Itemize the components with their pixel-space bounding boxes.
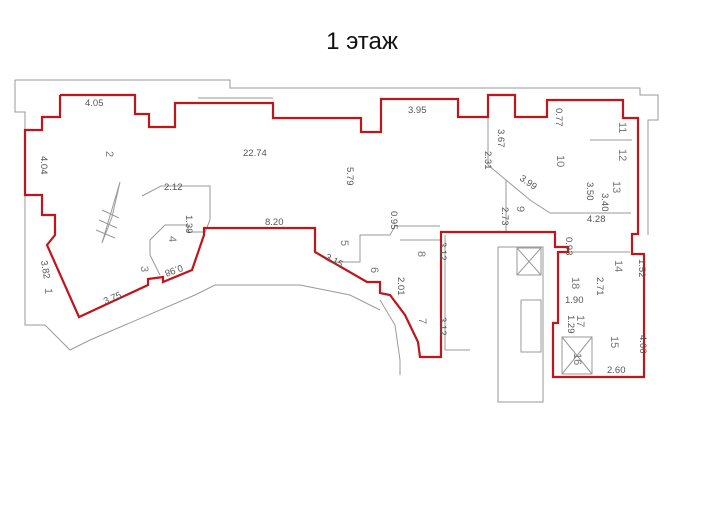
room-number: 18 [569, 277, 581, 289]
dimension-label: 2.31 [482, 151, 493, 170]
dimension-label: 3.40 [599, 193, 610, 212]
room-number: 4 [166, 236, 178, 242]
dimension-label: 1.39 [183, 215, 194, 234]
room-numbers: 2 4 5 6 7 8 9 10 11 12 13 14 15 16 17 18… [42, 122, 628, 365]
room-number: 14 [612, 260, 624, 272]
dimension-label: 4.05 [85, 98, 104, 109]
room-number: 1 [42, 288, 54, 294]
dimension-label: 4.28 [587, 214, 606, 225]
room-number: 5 [338, 240, 350, 246]
dimension-label: 22.74 [243, 148, 267, 159]
dimension-label: 2.71 [594, 277, 605, 296]
dimension-label: 2.73 [499, 207, 510, 226]
dimension-label: 4.04 [38, 156, 49, 175]
dimension-label: 1.90 [565, 295, 584, 306]
room-number: 15 [608, 336, 620, 348]
dimension-label: 8.20 [265, 217, 284, 228]
dimension-label: 3.75 [102, 290, 123, 307]
room-number: 3 [138, 266, 150, 272]
dimension-label: 0.93 [563, 237, 574, 256]
dimension-label: 3.50 [584, 182, 595, 201]
dimension-label: 2.01 [395, 277, 406, 296]
room-number: 12 [616, 149, 628, 161]
dimension-label: 2.12 [164, 182, 183, 193]
dimension-label: 1.29 [565, 315, 576, 334]
dimension-label: 0.77 [553, 108, 564, 127]
floor-title: 1 этаж [326, 28, 398, 55]
building-walls [14, 79, 659, 403]
room-number: 7 [416, 318, 428, 324]
dimension-label: 3.95 [408, 105, 427, 116]
dimension-label: 2.60 [607, 365, 626, 376]
dimension-label: 1.52 [636, 259, 647, 278]
room-number: 9 [514, 206, 526, 212]
dimension-labels: 4.05 4.04 22.74 5.79 2.12 1.39 8.20 3.82… [38, 98, 648, 376]
dimension-label: 0.95 [388, 211, 399, 230]
dimension-label: 3.12 [437, 317, 448, 336]
dimension-label: 0.98 [163, 262, 184, 279]
room-number: 17 [574, 315, 586, 327]
room-number: 10 [554, 155, 566, 167]
dimension-label: 3.99 [517, 173, 538, 193]
dimension-label: 3.12 [437, 242, 448, 261]
dimension-label: 4.66 [637, 335, 648, 354]
room-number: 6 [368, 267, 380, 273]
dimension-label: 5.79 [344, 167, 355, 186]
room-number: 11 [616, 122, 628, 133]
room-number: 16 [571, 353, 583, 365]
rented-area-boundary [23, 93, 646, 379]
room-number: 2 [103, 151, 115, 157]
dimension-label: 3.82 [38, 260, 52, 280]
room-number: 13 [610, 181, 622, 193]
dimension-label: 3.67 [495, 129, 506, 148]
room-number: 8 [415, 251, 427, 257]
